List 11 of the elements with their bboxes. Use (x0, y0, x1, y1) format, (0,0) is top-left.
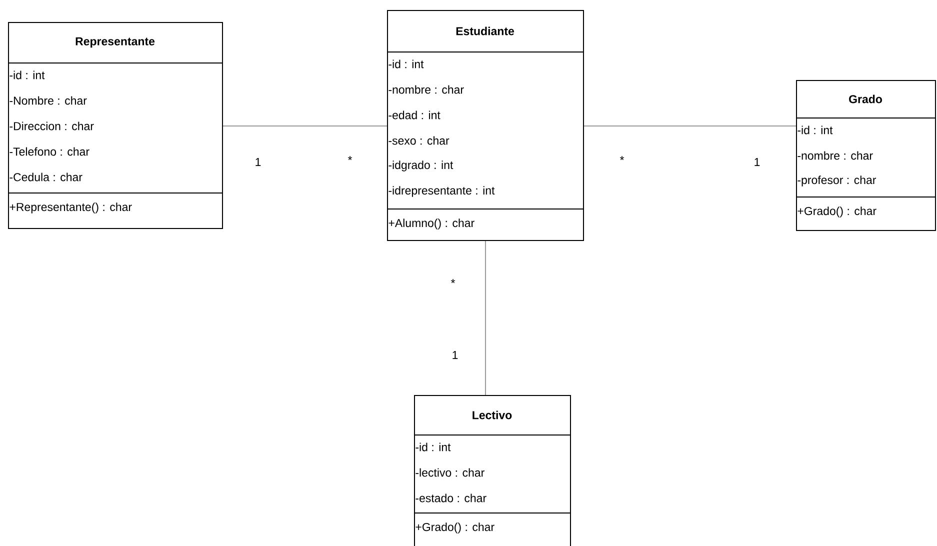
class-box: Grado -id : int -nombre : char -profesor : char +Grado() : char (796, 80, 936, 231)
multiplicity-label: 1 (256, 158, 261, 166)
multiplicity-label: * (620, 156, 624, 160)
class-box: Representante -id : int -Nombre : char -Direccion : char -Telefono : char -Cedula : char +Representante() : char (8, 22, 223, 229)
class-box: Lectivo -id : int -lectivo : char -estado : char +Grado() : char (414, 395, 571, 546)
multiplicity-label: * (450, 279, 456, 284)
association-line (485, 240, 486, 396)
multiplicity-label: 1 (452, 351, 458, 359)
class-box: Estudiante -id : int -nombre : char -edad : int -sexo : char -idgrado : int -idrepresentante : int +Alumno() : char (386, 10, 584, 241)
multiplicity-label: * (348, 156, 352, 160)
multiplicity-label: 1 (754, 158, 760, 166)
